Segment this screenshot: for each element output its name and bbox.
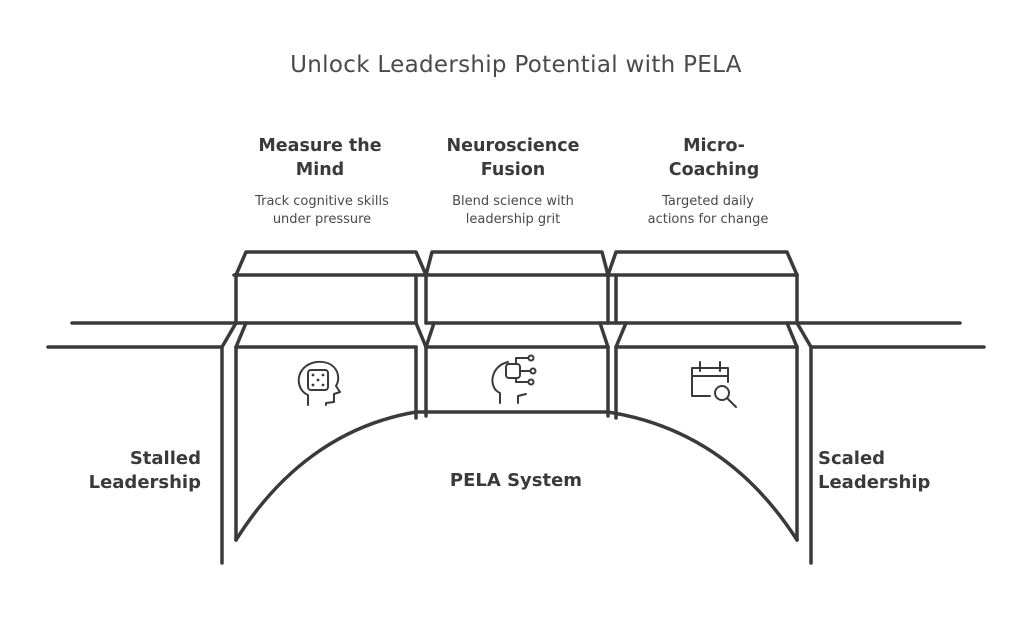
- column-1-title-line1: Measure the: [258, 136, 382, 156]
- column-2-description: Blend science with leadership grit: [418, 193, 608, 229]
- column-2-title-line2: Fusion: [480, 160, 546, 180]
- diagram-title: Unlock Leadership Potential with PELA: [290, 52, 742, 78]
- left-label-line2: Leadership: [88, 472, 201, 493]
- column-2-desc-line1: Blend science with: [452, 194, 574, 209]
- column-1-title: Measure the Mind: [235, 134, 405, 182]
- left-label-line1: Stalled: [129, 448, 201, 469]
- right-abutment-corner: [795, 321, 813, 349]
- block-3: [606, 250, 799, 420]
- column-1-desc-line1: Track cognitive skills: [255, 194, 389, 209]
- calendar-search-icon: [691, 361, 737, 408]
- column-3-title-line2: Coaching: [668, 160, 760, 180]
- right-label-line2: Leadership: [818, 472, 931, 493]
- column-3-desc-line2: actions for change: [647, 212, 769, 227]
- column-1-desc-line2: under pressure: [272, 212, 372, 227]
- arch-curve-left: [234, 410, 418, 542]
- column-1-description: Track cognitive skills under pressure: [227, 193, 417, 229]
- center-label: PELA System: [449, 470, 583, 491]
- block-1: [232, 250, 428, 420]
- right-label: Scaled Leadership: [818, 447, 948, 495]
- head-circuit-icon: [491, 354, 537, 404]
- column-3-description: Targeted daily actions for change: [613, 193, 803, 229]
- column-1-title-line2: Mind: [295, 160, 345, 180]
- left-label: Stalled Leadership: [88, 447, 201, 495]
- column-2-desc-line2: leadership grit: [465, 212, 561, 227]
- left-abutment-corner: [220, 321, 238, 349]
- column-3-title: Micro- Coaching: [629, 134, 799, 182]
- column-2-title: Neuroscience Fusion: [428, 134, 598, 182]
- right-label-line1: Scaled: [818, 448, 886, 469]
- head-dice-icon: [297, 360, 341, 406]
- column-2-title-line1: Neuroscience: [446, 136, 580, 156]
- column-3-title-line1: Micro-: [683, 136, 745, 156]
- block-2: [424, 250, 610, 418]
- column-3-desc-line1: Targeted daily: [662, 194, 754, 209]
- arch-curve-right: [606, 410, 799, 542]
